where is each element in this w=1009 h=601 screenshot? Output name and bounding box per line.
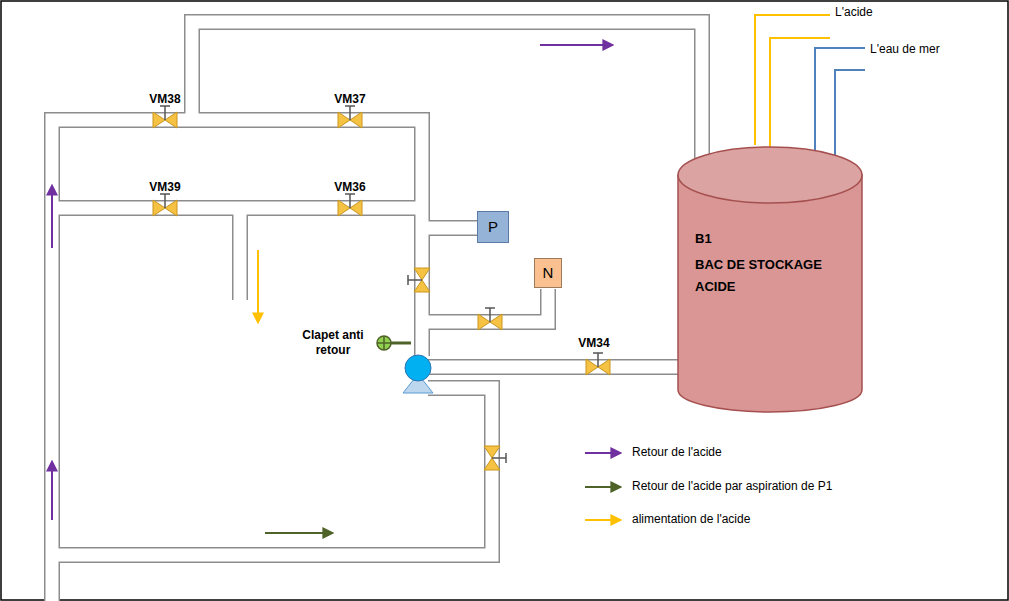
valve-tag: VM37	[328, 92, 372, 107]
pipe-walls	[52, 22, 702, 601]
level-sensor-box: N	[534, 258, 562, 288]
storage-tank: B1BAC DE STOCKAGE ACIDE	[695, 228, 855, 302]
valve-symbol	[586, 353, 610, 375]
pressure-gauge-box: P	[477, 211, 509, 243]
flow-arrow	[540, 44, 612, 46]
seawater-inlet	[815, 48, 865, 162]
tank-top	[678, 147, 862, 203]
pump-symbol	[405, 355, 431, 381]
node-title: P	[488, 219, 498, 236]
legend-sample-arrow	[585, 519, 620, 521]
flow-arrow	[51, 462, 53, 520]
valve-tag: VM38	[143, 92, 187, 107]
flow-arrow	[265, 532, 332, 534]
valve-symbol	[478, 308, 502, 330]
acid-inlet	[755, 15, 830, 150]
node-title: N	[543, 265, 554, 282]
valve-symbol	[153, 106, 177, 128]
inlet-label: L'eau de mer	[870, 42, 970, 57]
flow-arrow	[51, 186, 53, 248]
check-valve-symbol	[377, 336, 391, 350]
valve-tag: VM36	[328, 180, 372, 195]
legend-sample-arrow	[585, 452, 620, 454]
node-title: B1	[695, 228, 712, 250]
valve-symbol	[153, 194, 177, 216]
check-valve-cross	[377, 336, 391, 350]
node-text: BAC DE STOCKAGE ACIDE	[695, 254, 855, 298]
legend-text: Retour de l'acide	[632, 445, 722, 460]
component-label: Clapet anti retour	[296, 328, 370, 358]
legend-text: Retour de l'acide par aspiration de P1	[632, 479, 832, 494]
valve-symbol	[408, 268, 430, 292]
tank-body	[678, 175, 862, 412]
legend-sample-arrow	[585, 486, 620, 488]
check-valve-stem	[391, 342, 411, 345]
inlet-label: L'acide	[835, 5, 905, 20]
valve-tag: VM34	[572, 336, 616, 351]
valve-symbol	[338, 106, 362, 128]
valve-tag: VM39	[143, 180, 187, 195]
legend-text: alimentation de l'acide	[632, 512, 750, 527]
pipe-bore	[52, 22, 702, 601]
valve-symbol	[338, 194, 362, 216]
flow-arrow	[257, 250, 259, 322]
valve-symbol	[484, 446, 506, 470]
